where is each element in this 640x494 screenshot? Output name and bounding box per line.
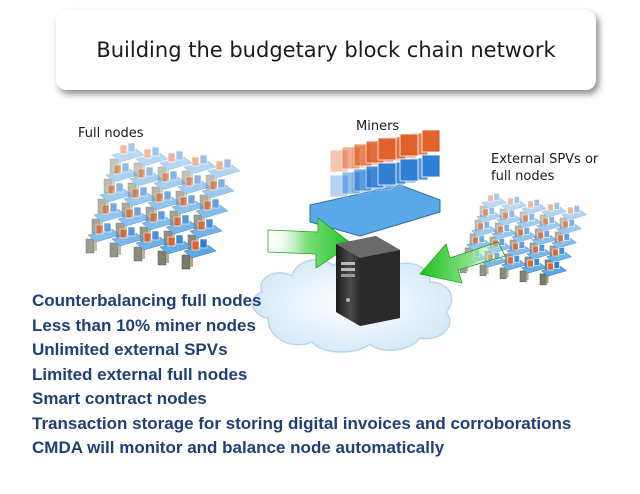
bullet-item: Smart contract nodes (32, 389, 207, 408)
external-label: External SPVs or full nodes (491, 152, 599, 184)
node-cluster-icon (85, 142, 241, 270)
bullet-item: Transaction storage for storing digital … (32, 413, 572, 433)
server-icon (336, 236, 400, 326)
full-nodes-label: Full nodes (78, 126, 144, 141)
slide-title: Building the budgetary block chain netwo… (56, 10, 596, 90)
bullet-item: Limited external full nodes (32, 364, 248, 384)
miners-label: Miners (356, 119, 400, 134)
bullet-item: CMDA will monitor and balance node autom… (32, 438, 445, 457)
bullet-item: Unlimited external SPVs (32, 340, 228, 359)
bullet-item: Less than 10% miner nodes (32, 315, 256, 335)
bullet-list: Counterbalancing full nodes Less than 10… (32, 289, 571, 461)
external-cluster-icon (459, 193, 588, 286)
green-arrow-icon (267, 217, 353, 269)
miner-cluster-icon (309, 129, 441, 237)
bullet-item: Counterbalancing full nodes (32, 291, 262, 310)
green-arrow-icon (419, 241, 506, 284)
